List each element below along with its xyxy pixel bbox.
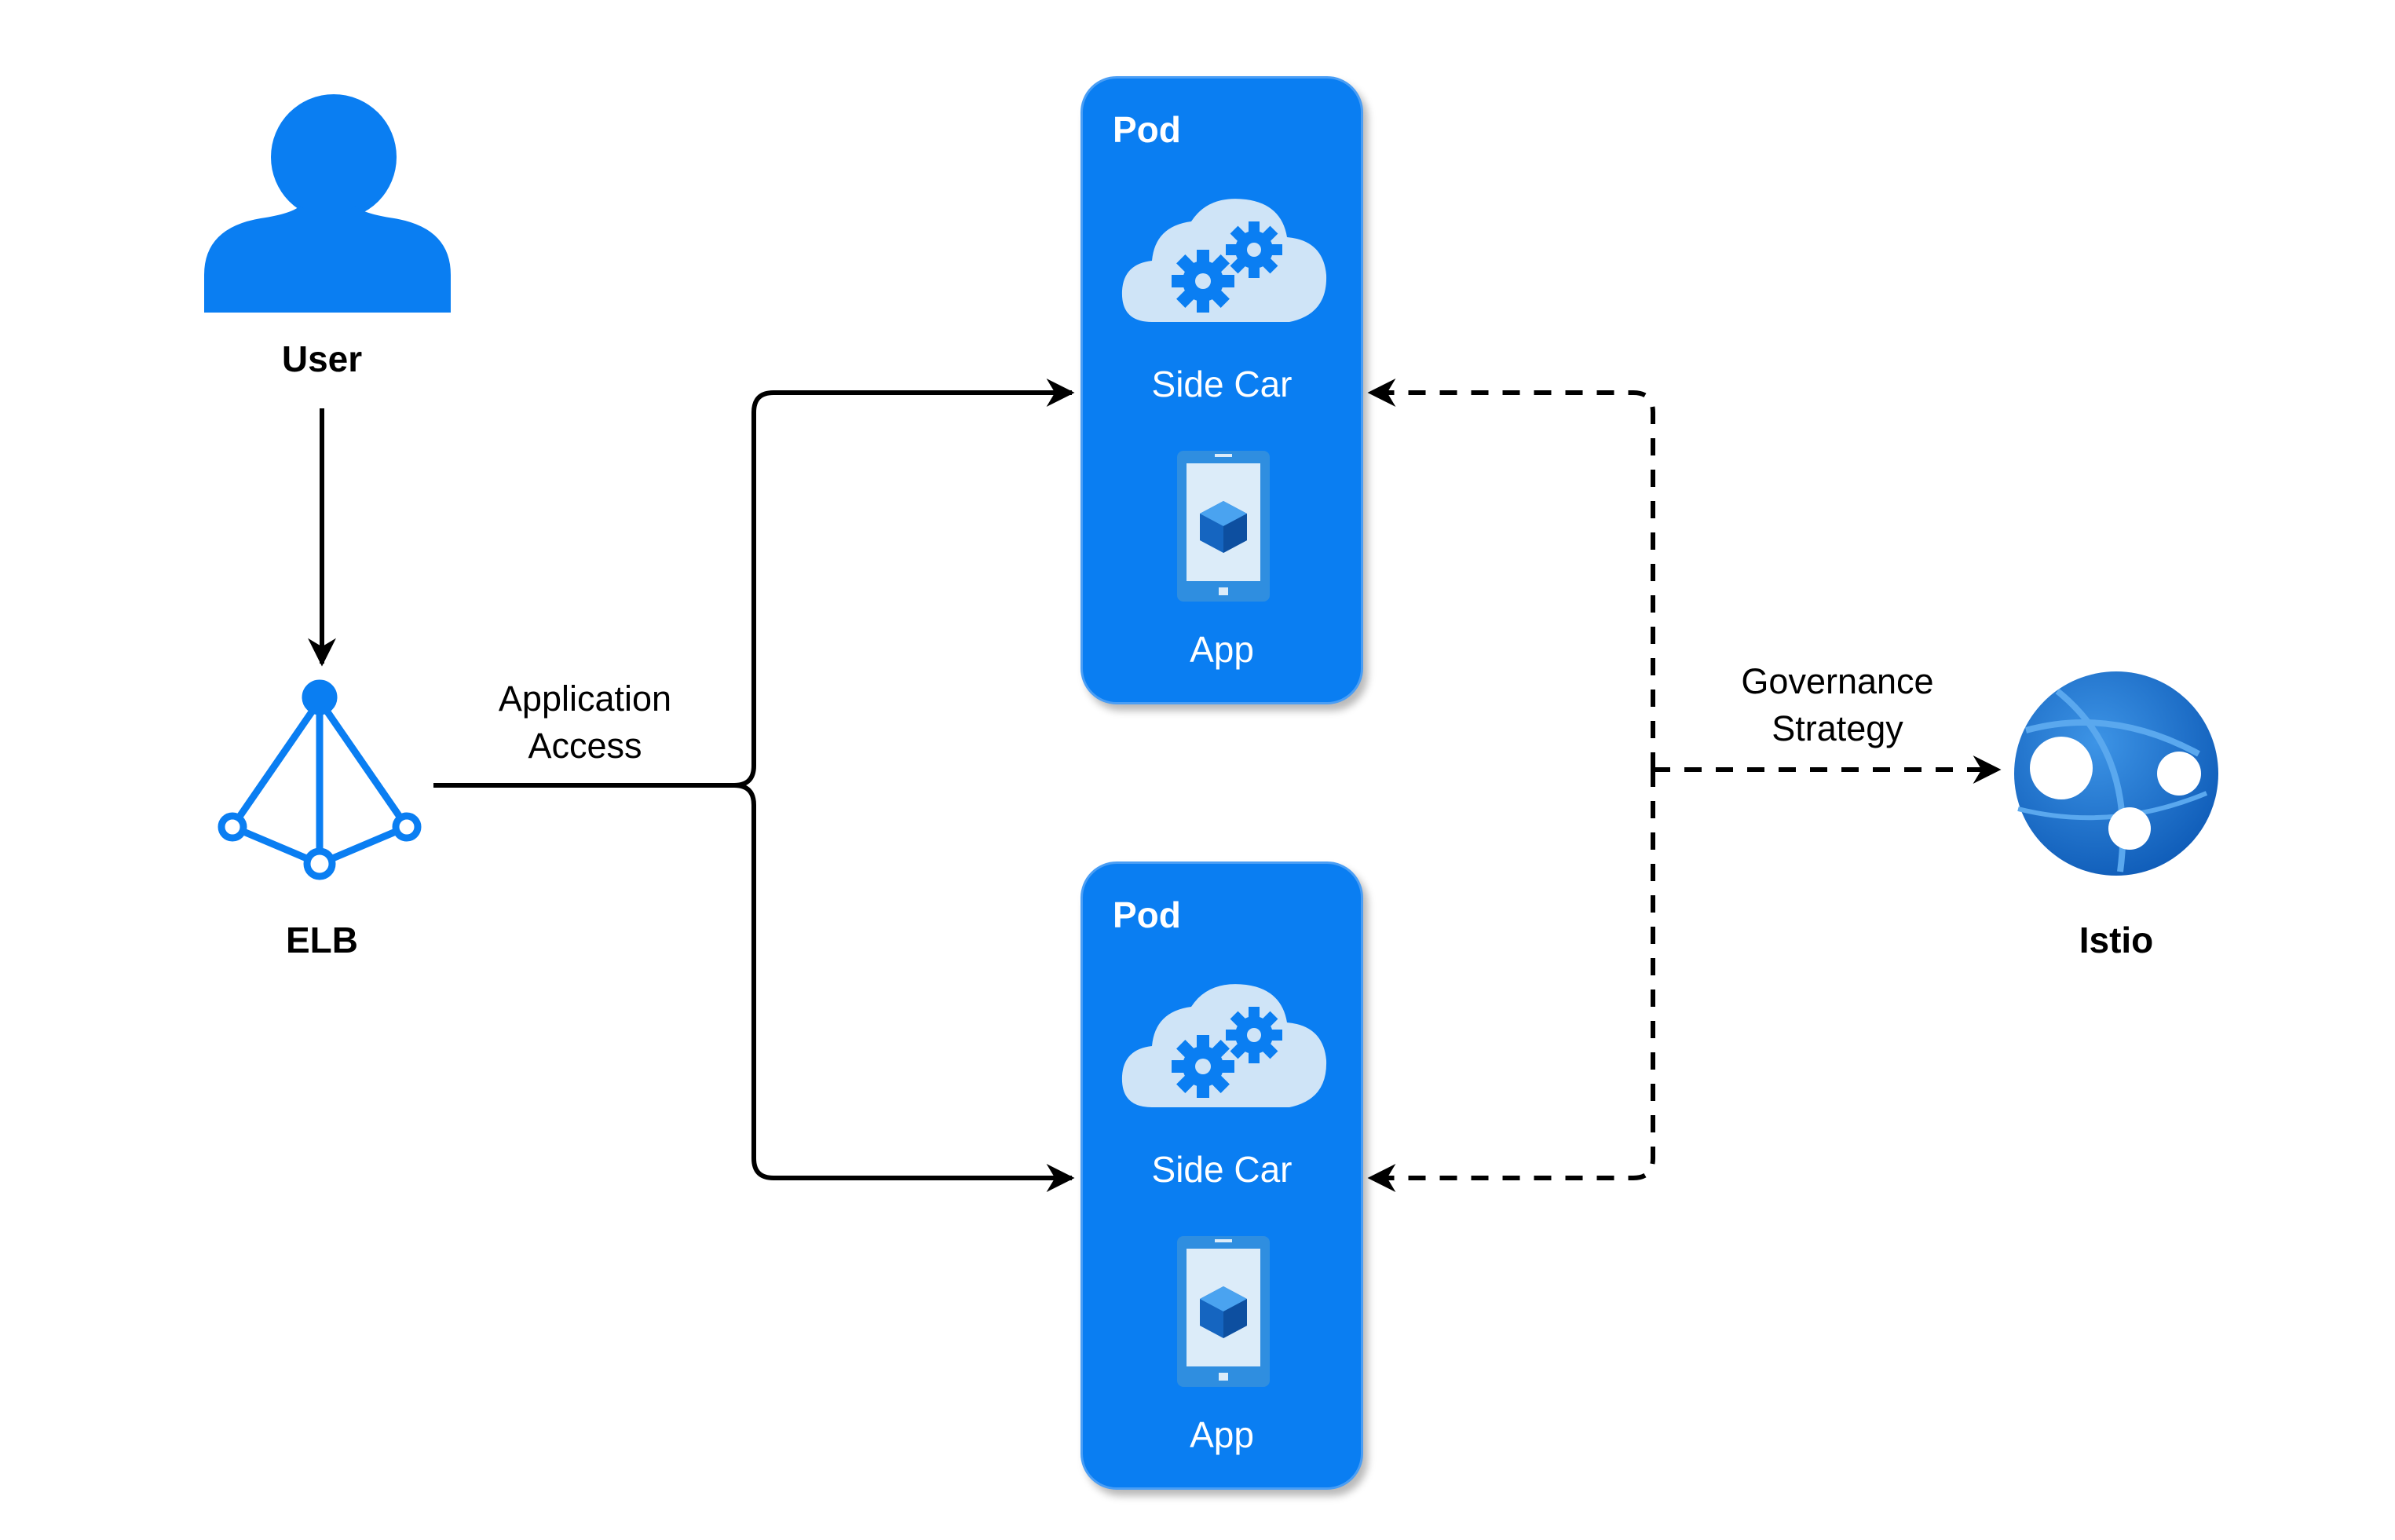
application-access-line1: Application (498, 679, 672, 719)
mobile-app-icon (1177, 451, 1270, 602)
governance-strategy-label: Governance Strategy (1704, 658, 1971, 752)
istio-globe-icon (2014, 671, 2218, 876)
user-label: User (281, 338, 363, 379)
app-label: App (1190, 629, 1254, 670)
load-balancer-icon (218, 679, 422, 880)
governance-strategy-line1: Governance (1741, 661, 1934, 701)
pod-1: Pod Side Car App (1080, 76, 1363, 704)
elb-to-pod2-edge (433, 783, 1075, 1192)
application-access-label: Application Access (452, 675, 718, 770)
istio-to-pod1-edge (1367, 379, 1655, 770)
application-access-line2: Access (528, 726, 642, 766)
pod-title: Pod (1113, 109, 1181, 150)
istio-label: Istio (2079, 920, 2154, 960)
mobile-app-icon (1177, 1236, 1270, 1387)
cloud-gears-icon (1121, 199, 1327, 322)
cloud-gears-icon (1121, 984, 1327, 1107)
governance-strategy-line2: Strategy (1772, 708, 1903, 748)
elb-label: ELB (286, 920, 358, 960)
pod-2: Pod Side Car App (1080, 861, 1363, 1490)
sidecar-label: Side Car (1151, 364, 1293, 404)
app-label: App (1190, 1414, 1254, 1455)
sidecar-label: Side Car (1151, 1149, 1293, 1190)
pod-title: Pod (1113, 894, 1181, 935)
user-icon (204, 94, 451, 313)
istio-to-pod2-edge (1367, 770, 1655, 1192)
